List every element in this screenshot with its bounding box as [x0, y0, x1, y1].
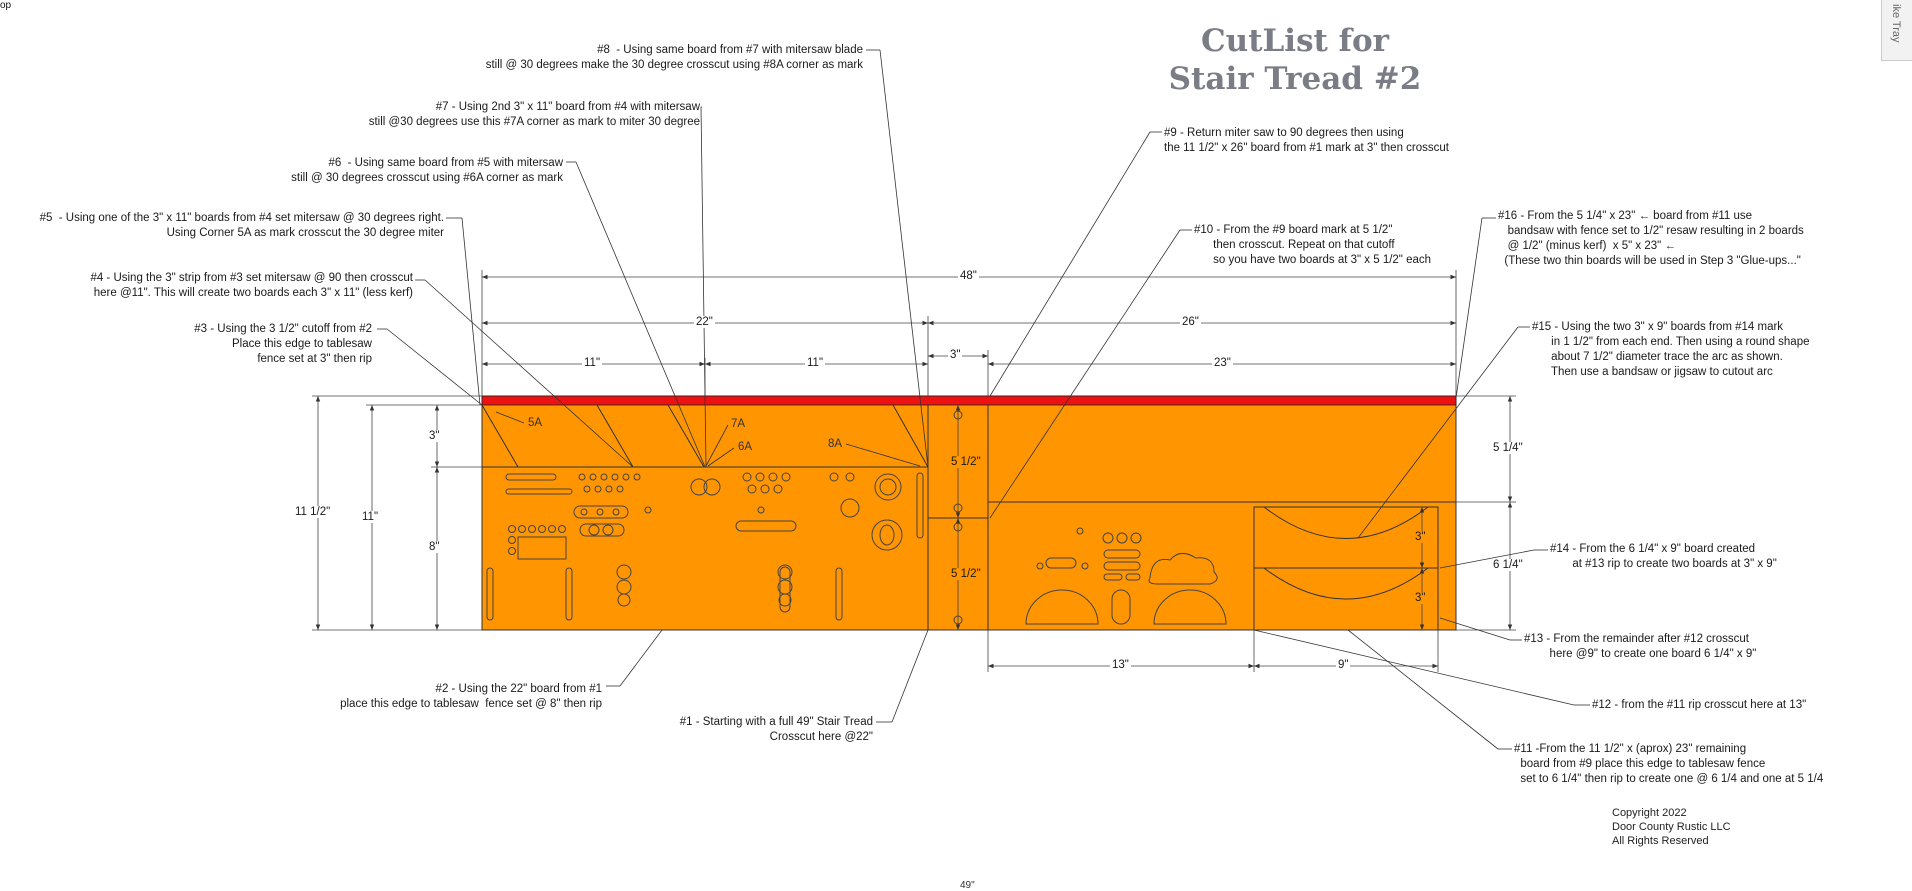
- note-step-1: #1 - Starting with a full 49" Stair Trea…: [679, 716, 873, 743]
- mark-7a: 7A: [731, 418, 746, 430]
- dim-5-1-2-upper: 5 1/2": [950, 456, 982, 468]
- dim-8-height: 8": [428, 541, 441, 553]
- dim-48: 48": [958, 270, 979, 282]
- dim-3-strip: 3": [428, 430, 441, 442]
- dim-23: 23": [1212, 357, 1233, 369]
- note-step-12: #12 - from the #11 rip crosscut here at …: [1592, 699, 1807, 711]
- note-step-6: #6 - Using same board from #5 with miter…: [291, 157, 563, 184]
- stair-tread-board: [481, 395, 1457, 631]
- note-step-16: #16 - From the 5 1/4" x 23" ← board from…: [1498, 210, 1804, 267]
- dim-3-board-b: 3": [1414, 592, 1427, 604]
- dim-11-1-2-height: 11 1/2": [294, 506, 332, 518]
- title-line-1: CutList for: [1200, 23, 1389, 59]
- note-step-10: #10 - From the #9 board mark at 5 1/2" t…: [1194, 224, 1432, 266]
- note-step-2: #2 - Using the 22" board from #1 place t…: [340, 683, 602, 710]
- mark-5a: 5A: [528, 417, 543, 429]
- dim-11-height: 11": [361, 511, 380, 523]
- note-step-8: #8 - Using same board from #7 with miter…: [485, 44, 863, 71]
- note-step-14: #14 - From the 6 1/4" x 9" board created…: [1550, 543, 1777, 570]
- mark-6a: 6A: [738, 441, 753, 453]
- dim-3-board-a: 3": [1414, 531, 1427, 543]
- side-tab-label: ike Tray: [1890, 4, 1902, 43]
- dim-5-1-4: 5 1/4": [1492, 442, 1524, 454]
- cutout-shapes: [486, 410, 1227, 625]
- note-step-15: #15 - Using the two 3" x 9" boards from …: [1532, 321, 1810, 378]
- copyright: Copyright 2022 Door County Rustic LLC Al…: [1612, 807, 1731, 847]
- corner-text: op: [0, 0, 12, 11]
- dim-26: 26": [1180, 316, 1201, 328]
- dim-11-left: 11": [582, 357, 603, 369]
- tablesaw-edge: [481, 395, 1457, 406]
- dim-5-1-2-lower: 5 1/2": [950, 568, 982, 580]
- note-step-13: #13 - From the remainder after #12 cross…: [1524, 633, 1757, 660]
- dim-49: 49": [960, 880, 975, 891]
- dim-6-1-4: 6 1/4": [1492, 559, 1524, 571]
- cut-lines: [481, 404, 1456, 631]
- dim-9: 9": [1336, 659, 1351, 671]
- dim-22: 22": [694, 316, 715, 328]
- note-step-7: #7 - Using 2nd 3" x 11" board from #4 wi…: [368, 101, 700, 128]
- title-line-2: Stair Tread #2: [1168, 61, 1422, 97]
- note-step-5: #5 - Using one of the 3" x 11" boards fr…: [39, 212, 444, 239]
- dim-3-top: 3": [948, 349, 963, 361]
- dim-13: 13": [1110, 659, 1131, 671]
- leader-lines: [377, 49, 1590, 750]
- mark-8a: 8A: [828, 438, 843, 450]
- note-step-11: #11 -From the 11 1/2" x (aprox) 23" rema…: [1514, 743, 1824, 785]
- dim-11-right: 11": [805, 357, 826, 369]
- note-step-3: #3 - Using the 3 1/2" cutoff from #2 Pla…: [194, 323, 372, 365]
- side-tab[interactable]: ike Tray: [1881, 0, 1912, 61]
- note-step-9: #9 - Return miter saw to 90 degrees then…: [1164, 127, 1449, 154]
- note-step-4: #4 - Using the 3" strip from #3 set mite…: [90, 272, 413, 299]
- page-title: CutList for Stair Tread #2: [1160, 22, 1430, 98]
